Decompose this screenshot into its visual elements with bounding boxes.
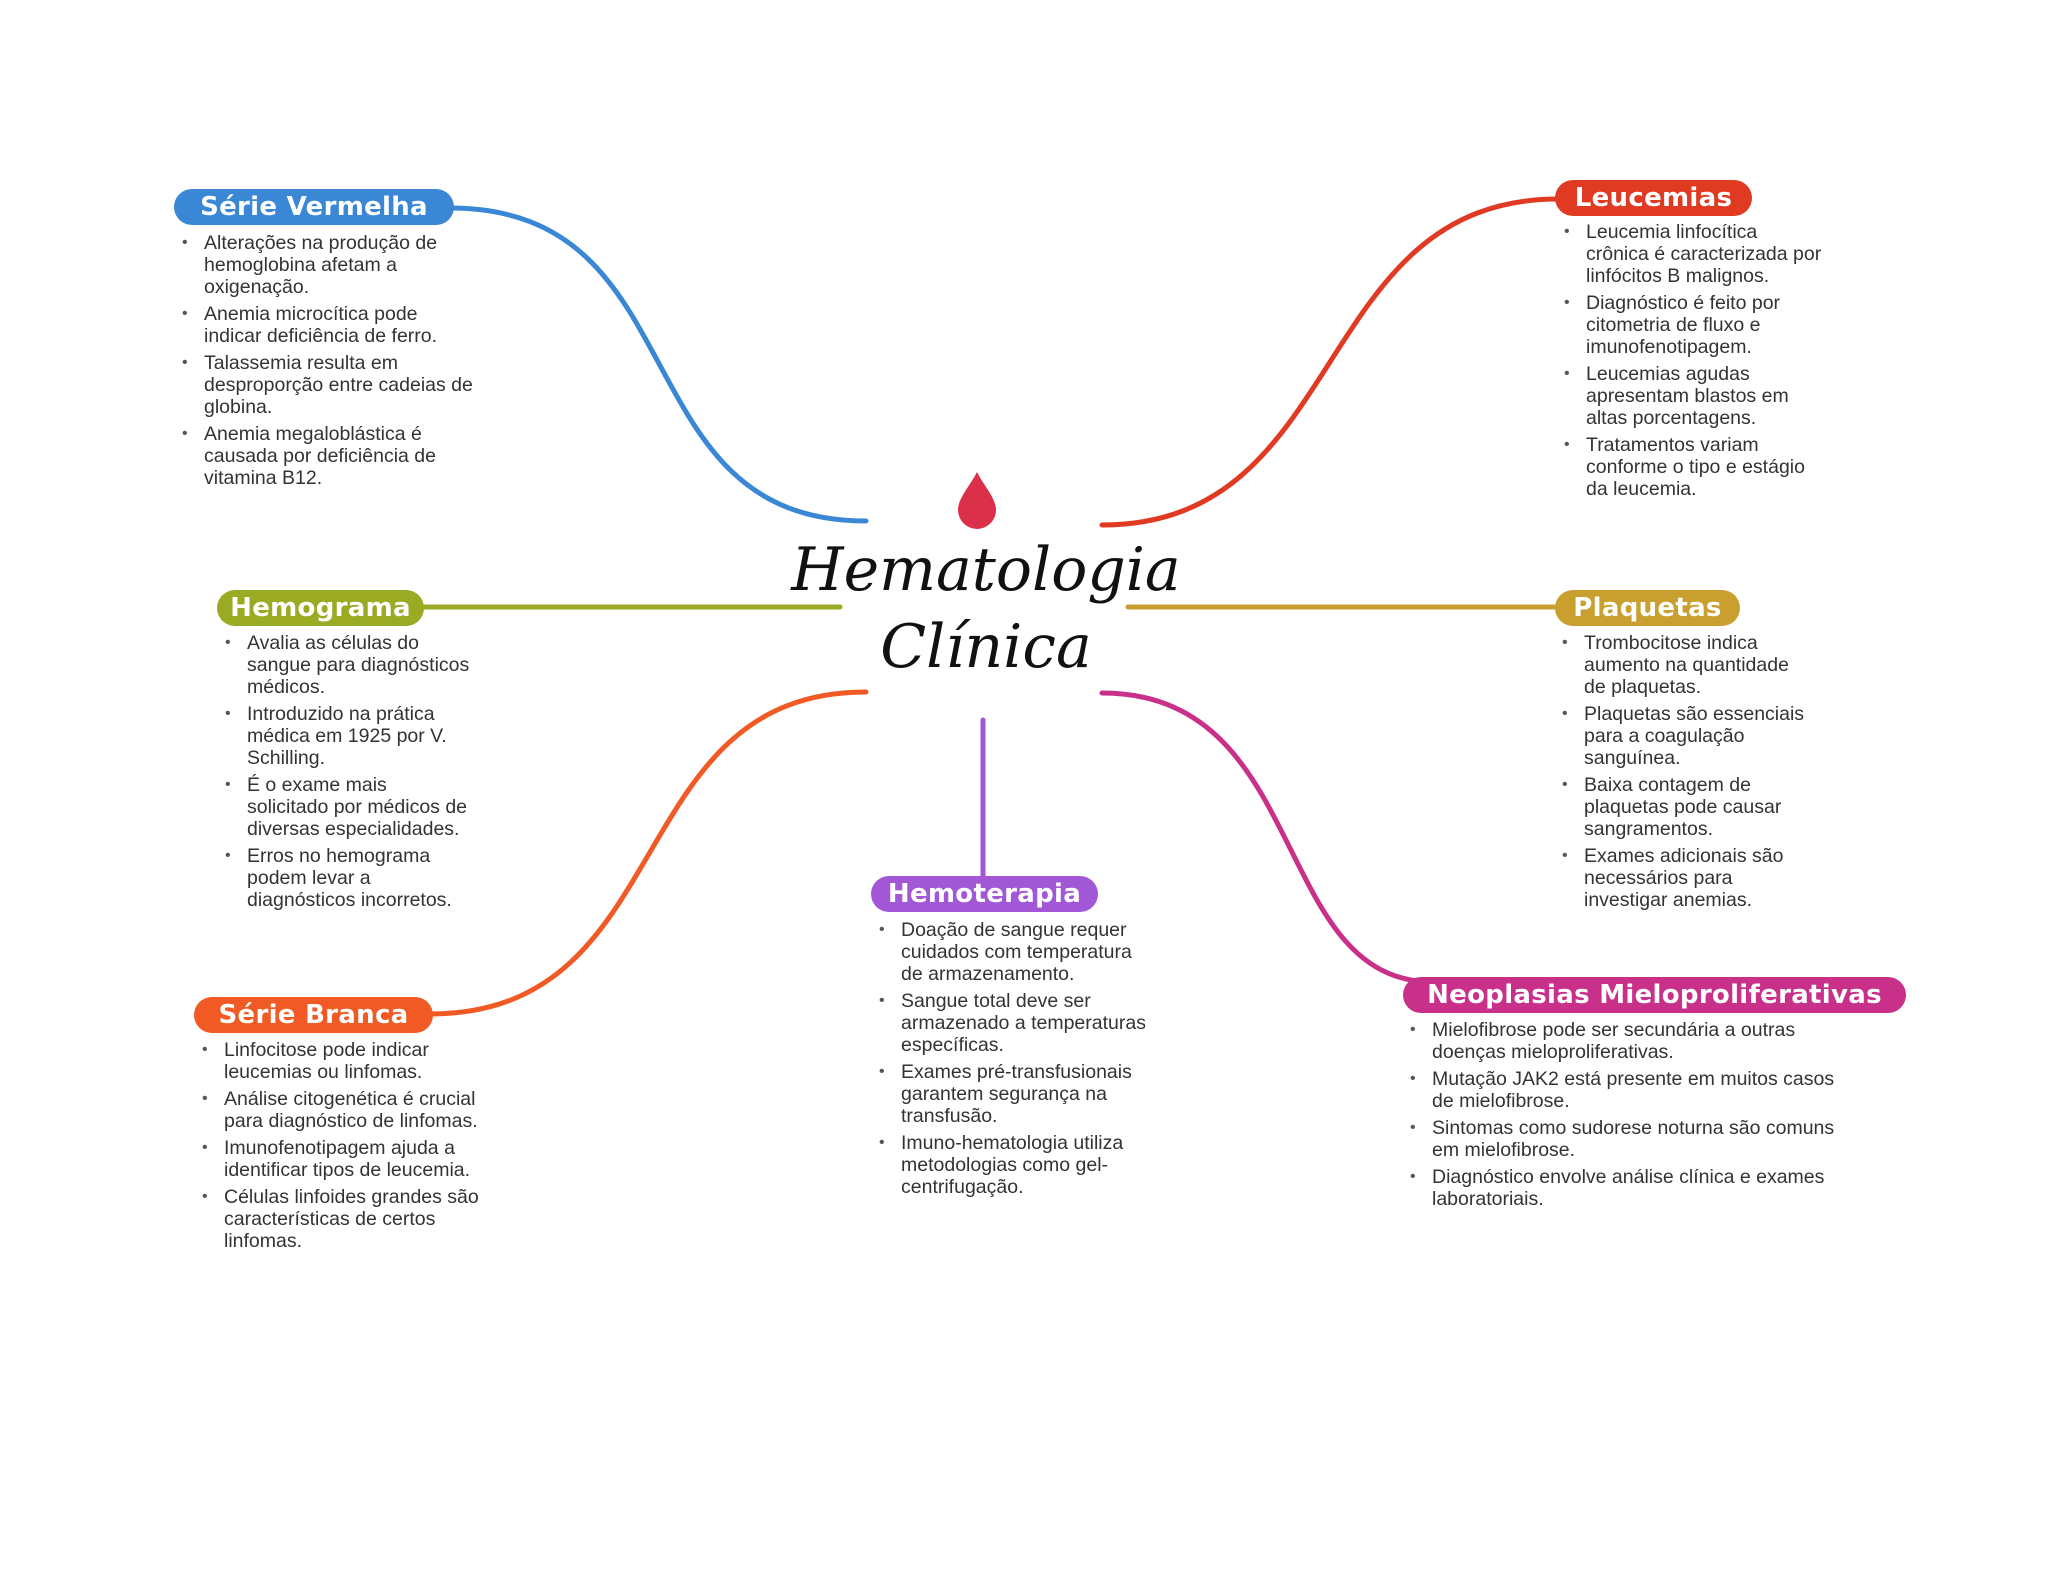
list-item: Erros no hemograma podem levar a diagnós… xyxy=(223,845,473,911)
list-serie-branca: Linfocitose pode indicar leucemias ou li… xyxy=(200,1039,490,1257)
list-item: Imunofenotipagem ajuda a identificar tip… xyxy=(200,1137,490,1181)
list-item: Plaquetas são essenciais para a coagulaç… xyxy=(1560,703,1810,769)
list-hemoterapia: Doação de sangue requer cuidados com tem… xyxy=(877,919,1157,1203)
central-title-line2: Clínica xyxy=(880,612,1092,682)
list-item: Análise citogenética é crucial para diag… xyxy=(200,1088,490,1132)
node-serie-vermelha[interactable]: Série Vermelha xyxy=(174,189,454,225)
list-item: Sintomas como sudorese noturna são comun… xyxy=(1408,1117,1848,1161)
list-item: É o exame mais solicitado por médicos de… xyxy=(223,774,473,840)
list-hemograma: Avalia as células do sangue para diagnós… xyxy=(223,632,473,916)
list-item: Introduzido na prática médica em 1925 po… xyxy=(223,703,473,769)
list-item: Anemia microcítica pode indicar deficiên… xyxy=(180,303,480,347)
list-item: Linfocitose pode indicar leucemias ou li… xyxy=(200,1039,490,1083)
link-leucemias xyxy=(1099,196,1561,528)
node-serie-branca[interactable]: Série Branca xyxy=(194,997,433,1033)
central-title-line1: Hematologia xyxy=(791,535,1181,605)
list-item: Baixa contagem de plaquetas pode causar … xyxy=(1560,774,1810,840)
blood-drop-icon xyxy=(958,472,996,529)
list-neoplasias: Mielofibrose pode ser secundária a outra… xyxy=(1408,1019,1848,1215)
list-item: Doação de sangue requer cuidados com tem… xyxy=(877,919,1157,985)
link-serie-vermelha xyxy=(447,205,869,524)
list-item: Avalia as células do sangue para diagnós… xyxy=(223,632,473,698)
list-item: Células linfoides grandes são caracterís… xyxy=(200,1186,490,1252)
list-item: Trombocitose indica aumento na quantidad… xyxy=(1560,632,1810,698)
list-item: Anemia megaloblástica é causada por defi… xyxy=(180,423,480,489)
list-item: Imuno-hematologia utiliza metodologias c… xyxy=(877,1132,1157,1198)
list-item: Leucemia linfocítica crônica é caracteri… xyxy=(1562,221,1822,287)
list-item: Tratamentos variam conforme o tipo e est… xyxy=(1562,434,1822,500)
list-serie-vermelha: Alterações na produção de hemoglobina af… xyxy=(180,232,480,494)
list-item: Sangue total deve ser armazenado a tempe… xyxy=(877,990,1157,1056)
list-item: Mutação JAK2 está presente em muitos cas… xyxy=(1408,1068,1848,1112)
link-serie-branca xyxy=(427,689,869,1017)
link-neoplasias xyxy=(1099,690,1433,985)
list-item: Alterações na produção de hemoglobina af… xyxy=(180,232,480,298)
list-plaquetas: Trombocitose indica aumento na quantidad… xyxy=(1560,632,1810,916)
node-hemograma[interactable]: Hemograma xyxy=(217,590,424,626)
list-item: Leucemias agudas apresentam blastos em a… xyxy=(1562,363,1822,429)
node-leucemias[interactable]: Leucemias xyxy=(1555,180,1752,216)
list-item: Diagnóstico é feito por citometria de fl… xyxy=(1562,292,1822,358)
node-neoplasias-mieloproliferativas[interactable]: Neoplasias Mieloproliferativas xyxy=(1403,977,1906,1013)
node-plaquetas[interactable]: Plaquetas xyxy=(1555,590,1740,626)
list-item: Talassemia resulta em desproporção entre… xyxy=(180,352,480,418)
list-item: Exames pré-transfusionais garantem segur… xyxy=(877,1061,1157,1127)
list-leucemias: Leucemia linfocítica crônica é caracteri… xyxy=(1562,221,1822,505)
list-item: Diagnóstico envolve análise clínica e ex… xyxy=(1408,1166,1848,1210)
node-hemoterapia[interactable]: Hemoterapia xyxy=(871,876,1098,912)
list-item: Exames adicionais são necessários para i… xyxy=(1560,845,1810,911)
list-item: Mielofibrose pode ser secundária a outra… xyxy=(1408,1019,1848,1063)
